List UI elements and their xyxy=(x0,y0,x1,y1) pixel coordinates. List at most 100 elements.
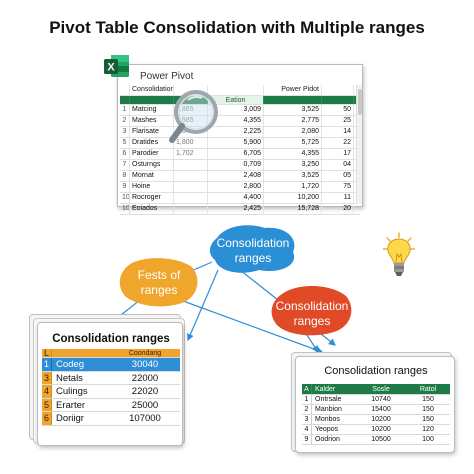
sheet-cell[interactable]: Dratides xyxy=(130,138,174,148)
sheet-cell[interactable]: 2,225 xyxy=(208,127,264,137)
sheet-cell[interactable]: Mashes xyxy=(130,116,174,126)
sheet-cell[interactable] xyxy=(174,160,208,170)
bubble-orange-label: Fests of ranges xyxy=(118,268,200,298)
sheet-cell[interactable]: Parodier xyxy=(130,149,174,159)
sheet-cell[interactable]: 1,702 xyxy=(174,149,208,159)
sheet-cell[interactable] xyxy=(322,85,354,95)
sheet-cell[interactable]: 7 xyxy=(120,160,130,170)
sheet-cell[interactable] xyxy=(322,96,354,104)
right-table-cell: 9 xyxy=(302,435,312,444)
sheet-cell[interactable]: 5 xyxy=(120,138,130,148)
right-table-cell: Ratol xyxy=(419,386,437,393)
sheet-cell[interactable] xyxy=(174,193,208,203)
sheet-cell[interactable]: 04 xyxy=(322,160,354,170)
sheet-cell[interactable]: 0,709 xyxy=(208,160,264,170)
sheet-cell[interactable]: Rocroger xyxy=(130,193,174,203)
sheet-cell[interactable]: 3 xyxy=(120,127,130,137)
sheet-cell[interactable] xyxy=(120,96,130,104)
vertical-scrollbar[interactable] xyxy=(356,85,362,204)
sheet-cell[interactable]: Flarisate xyxy=(130,127,174,137)
sheet-cell[interactable]: 3,525 xyxy=(264,171,322,181)
sheet-cell[interactable]: 5,900 xyxy=(208,138,264,148)
sheet-cell[interactable]: 4,400 xyxy=(208,193,264,203)
sheet-cell[interactable] xyxy=(174,204,208,214)
sheet-cell[interactable]: 6 xyxy=(120,149,130,159)
sheet-cell[interactable]: 2,408 xyxy=(208,171,264,181)
left-table-cell: Netals xyxy=(56,372,83,384)
sheet-cell[interactable]: 2,775 xyxy=(264,116,322,126)
sheet-cell[interactable]: 2,585 xyxy=(174,116,208,126)
sheet-cell[interactable] xyxy=(208,85,264,95)
sheet-cell[interactable]: 10 xyxy=(122,193,130,203)
sheet-cell[interactable]: 20 xyxy=(322,204,354,214)
sheet-cell[interactable]: 3,250 xyxy=(264,160,322,170)
sheet-cell[interactable]: 25 xyxy=(322,116,354,126)
sheet-cell[interactable] xyxy=(174,171,208,181)
sheet-highlight-row: Eation xyxy=(120,96,360,105)
sheet-cell[interactable]: 6,705 xyxy=(208,149,264,159)
sheet-cell[interactable]: 4,355 xyxy=(208,116,264,126)
sheet-cell[interactable]: 3,865 xyxy=(174,105,208,115)
bubble-blue xyxy=(209,225,295,273)
sheet-cell[interactable]: 22 xyxy=(322,138,354,148)
sheet-cell[interactable]: 9 xyxy=(120,182,130,192)
sheet-cell[interactable]: 2,425 xyxy=(208,204,264,214)
sheet-cell[interactable]: 50 xyxy=(322,105,354,115)
left-table-cell: 3 xyxy=(42,371,52,384)
sheet-cell[interactable]: 1,800 xyxy=(174,138,208,148)
sheet-cell[interactable]: 2 xyxy=(120,116,130,126)
lightbulb-icon xyxy=(383,232,415,276)
right-table-cell: Oodrion xyxy=(315,436,340,443)
sheet-cell[interactable]: 3,009 xyxy=(208,105,264,115)
sheet-cell[interactable]: 2,800 xyxy=(208,182,264,192)
sheet-cell[interactable]: Mornat xyxy=(130,171,174,181)
sheet-cell[interactable]: 10 xyxy=(122,204,130,214)
sheet-cell[interactable]: 4,355 xyxy=(264,149,322,159)
scrollbar-thumb[interactable] xyxy=(358,89,362,115)
sheet-cell[interactable]: 3,525 xyxy=(264,105,322,115)
right-table-cell: 10200 xyxy=(371,426,391,433)
sheet-cell[interactable]: 1 xyxy=(120,105,130,115)
sheet-cell[interactable]: 10,200 xyxy=(264,193,322,203)
sheet-cell[interactable] xyxy=(174,85,208,95)
left-table-cell: Erarter xyxy=(56,399,86,411)
sheet-cell[interactable]: 15,728 xyxy=(264,204,322,214)
sheet-cell[interactable]: Matcing xyxy=(130,105,174,115)
sheet-cell[interactable]: 75 xyxy=(322,182,354,192)
sheet-cell[interactable]: Osturngs xyxy=(130,160,174,170)
sheet-cell[interactable]: Eoiados xyxy=(130,204,174,214)
sheet-cell[interactable]: Eation xyxy=(208,96,264,104)
sheet-cell[interactable]: 1,720 xyxy=(264,182,322,192)
sheet-cell[interactable]: Hoine xyxy=(130,182,174,192)
right-table-cell: Sosle xyxy=(372,386,390,393)
left-table-cell: L xyxy=(42,349,52,358)
sheet-cell[interactable]: 17 xyxy=(322,149,354,159)
sheet-cell[interactable]: 4,840 xyxy=(174,127,208,137)
sheet-cell[interactable]: 5,725 xyxy=(264,138,322,148)
sheet-cell[interactable] xyxy=(264,96,322,104)
sheet-cell[interactable]: Consolidation xyxy=(132,85,174,95)
sheet-cell[interactable]: Power Pidot xyxy=(264,85,322,95)
sheet-cell[interactable]: 14 xyxy=(322,127,354,137)
sheet-cell[interactable] xyxy=(130,96,174,104)
sheet-cell[interactable]: 8 xyxy=(120,171,130,181)
sheet-cell[interactable]: 11 xyxy=(322,193,354,203)
sheet-cell[interactable] xyxy=(174,182,208,192)
sheet-cell[interactable]: 05 xyxy=(322,171,354,181)
sheet-cell[interactable]: 2,080 xyxy=(264,127,322,137)
sheet-cell[interactable] xyxy=(120,85,130,95)
